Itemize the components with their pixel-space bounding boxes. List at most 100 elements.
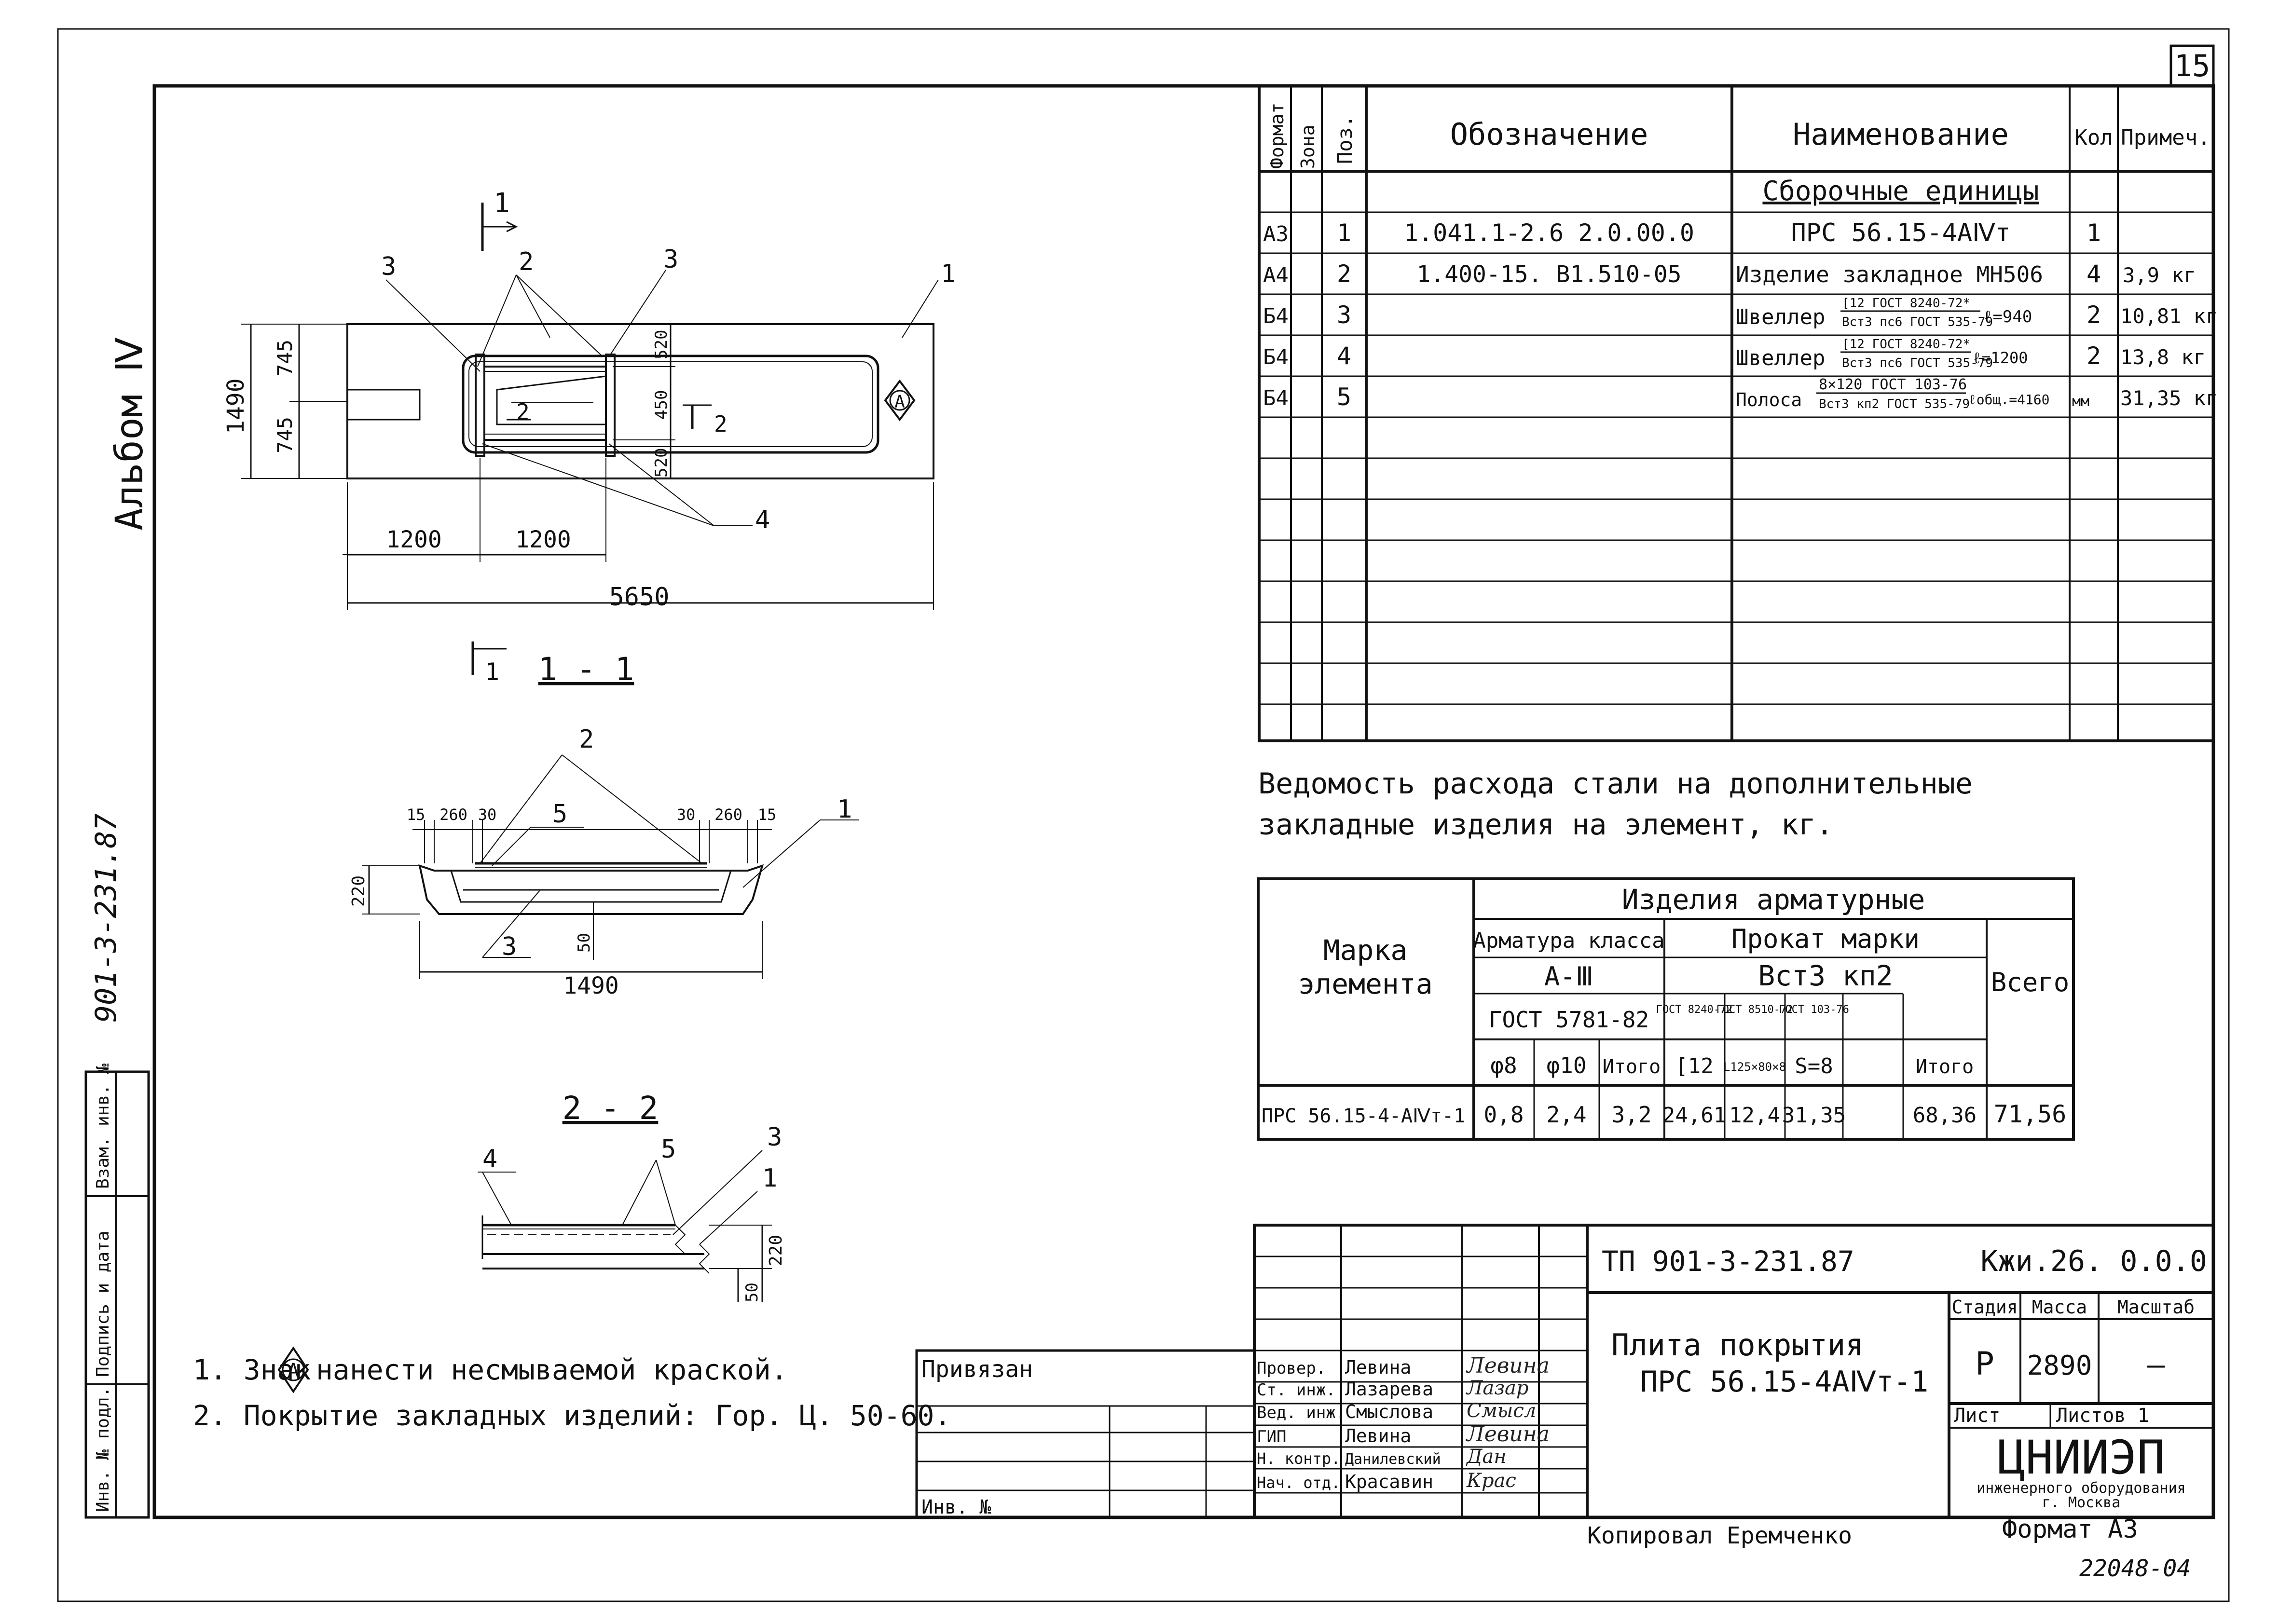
svg-text:13,8 кг: 13,8 кг <box>2120 345 2206 369</box>
steel-h-mark: Марка <box>1323 934 1408 967</box>
svg-text:Ст. инж.: Ст. инж. <box>1257 1380 1336 1400</box>
svg-text:Полоса: Полоса <box>1736 389 1802 410</box>
svg-text:мм: мм <box>2072 393 2089 410</box>
tb-mass: 2890 <box>2027 1350 2092 1381</box>
svg-text:1.400-15. В1.510-05: 1.400-15. В1.510-05 <box>1416 261 1681 288</box>
svg-text:12,4: 12,4 <box>1729 1103 1780 1128</box>
svg-text:Левина: Левина <box>1466 1422 1550 1447</box>
spec-row-4: Б4 4 Швеллер [12 ГОСТ 8240-72* Вст3 пс6 … <box>1263 337 2206 370</box>
svg-text:3: 3 <box>1337 301 1351 329</box>
svg-text:Итого: Итого <box>1603 1056 1661 1078</box>
s1-dim-1490: 1490 <box>563 972 619 999</box>
s1-dim-260b: 260 <box>714 805 742 824</box>
svg-text:68,36: 68,36 <box>1913 1103 1977 1128</box>
tb-org: ЦНИИЭП <box>1998 1431 2165 1485</box>
steel-title-1: Ведомость расхода стали на дополнительны… <box>1258 767 1973 801</box>
svg-text:ПРС 56.15-4АⅣт: ПРС 56.15-4АⅣт <box>1791 218 2011 247</box>
svg-text:L125×80×8: L125×80×8 <box>1723 1060 1786 1074</box>
s1-label-5: 5 <box>552 800 567 829</box>
tb-scale: – <box>2147 1348 2165 1382</box>
s1-dim-50: 50 <box>575 933 594 953</box>
steel-h-gost1: ГОСТ 8240-72 <box>1656 1004 1733 1016</box>
svg-text:Итого: Итого <box>1916 1056 1974 1078</box>
section-2-2 <box>478 1150 772 1302</box>
spec-h-qty: Кол <box>2074 125 2113 150</box>
note-1b: нанести несмываемой краской. <box>316 1353 788 1386</box>
svg-text:ℓобщ.=4160: ℓобщ.=4160 <box>1968 392 2050 408</box>
svg-text:Нач. отд.: Нач. отд. <box>1257 1474 1340 1492</box>
album-label: Альбом Ⅳ <box>108 337 151 531</box>
s2-dim-220: 220 <box>766 1235 786 1266</box>
dim-450: 450 <box>652 390 671 420</box>
plan-view <box>241 203 939 675</box>
tb-org-2: инженерного оборудования <box>1977 1480 2185 1497</box>
spec-section: Сборочные единицы <box>1762 176 2039 207</box>
tb-doc: Кжи.26. 0.0.0 <box>1980 1244 2207 1278</box>
s1-dim-30b: 30 <box>677 805 696 824</box>
sheet-number: 15 <box>2174 48 2210 83</box>
spec-h-note: Примеч. <box>2121 125 2210 150</box>
svg-text:Швеллер: Швеллер <box>1736 346 1825 370</box>
s1-dim-260a: 260 <box>439 805 467 824</box>
svg-text:Лазар: Лазар <box>1466 1377 1529 1399</box>
svg-text:Изделие закладное МН506: Изделие закладное МН506 <box>1736 261 2043 287</box>
svg-text:Левина: Левина <box>1345 1425 1411 1447</box>
svg-text:1: 1 <box>1337 219 1351 247</box>
steel-data-row: ПРС 56.15-4-АⅣт-1 0,8 2,4 3,2 24,61 12,4… <box>1262 1100 2066 1128</box>
steel-h-arm: Арматура класса <box>1473 928 1664 953</box>
svg-text:А4: А4 <box>1263 263 1289 287</box>
tb-title-1: Плита покрытия <box>1611 1327 1864 1363</box>
order-number: 22048-04 <box>2079 1555 2191 1582</box>
series-label: 901-3-231.87 <box>89 814 123 1023</box>
plan-label-3a: 3 <box>381 252 396 281</box>
plan-mark-a: А <box>894 392 905 412</box>
svg-text:Вст3 пс6 ГОСТ 535-79: Вст3 пс6 ГОСТ 535-79 <box>1842 356 1993 370</box>
plan-label-1: 1 <box>941 259 956 288</box>
s2-label-3: 3 <box>767 1123 782 1152</box>
plan-sec1-bot: 1 <box>485 658 499 686</box>
s1-dim-15a: 15 <box>407 805 426 824</box>
tb-sheet-h: Лист <box>1954 1405 2000 1427</box>
svg-text:4: 4 <box>1337 342 1351 370</box>
spec-row-5: Б4 5 Полоса 8×120 ГОСТ 103-76 Вст3 кп2 Г… <box>1263 376 2218 411</box>
tb-stage-h: Стадия <box>1951 1296 2018 1318</box>
svg-text:24,61: 24,61 <box>1662 1103 1726 1128</box>
section-1-1 <box>362 754 859 979</box>
svg-text:ГИП: ГИП <box>1257 1427 1286 1447</box>
steel-h-gost2: ГОСТ 8510-72 <box>1716 1004 1793 1016</box>
tb-mass-h: Масса <box>2032 1296 2087 1318</box>
svg-text:71,56: 71,56 <box>1994 1100 2067 1128</box>
svg-text:[12 ГОСТ 8240-72*: [12 ГОСТ 8240-72* <box>1842 296 1970 311</box>
spec-row-3: Б4 3 Швеллер [12 ГОСТ 8240-72* Вст3 пс6 … <box>1263 296 2218 329</box>
svg-text:31,35: 31,35 <box>1782 1103 1846 1128</box>
svg-text:ℓ=940: ℓ=940 <box>1983 307 2032 327</box>
inv-label: Инв. № <box>921 1496 991 1518</box>
svg-text:Б4: Б4 <box>1263 386 1289 410</box>
plan-sec1-top: 1 <box>494 188 510 219</box>
svg-text:Данилевский: Данилевский <box>1345 1451 1441 1468</box>
svg-text:Лазарева: Лазарева <box>1345 1378 1433 1400</box>
plan-label-3b: 3 <box>663 245 678 274</box>
steel-h-total: Всего <box>1991 967 2070 997</box>
svg-text:Швеллер: Швеллер <box>1736 305 1825 329</box>
tb-org-3: г. Москва <box>2042 1494 2121 1511</box>
svg-text:4: 4 <box>2087 260 2101 288</box>
dim-1200-a: 1200 <box>386 526 442 553</box>
svg-text:3,2: 3,2 <box>1611 1102 1651 1128</box>
spec-table <box>1258 84 2215 742</box>
dim-520-a: 520 <box>652 330 671 359</box>
svg-text:Вст3 пс6 ГОСТ 535-79: Вст3 пс6 ГОСТ 535-79 <box>1842 315 1993 329</box>
svg-text:φ8: φ8 <box>1490 1052 1517 1078</box>
svg-text:ℓ=1200: ℓ=1200 <box>1972 349 2028 367</box>
bound-label: Привязан <box>921 1356 1033 1383</box>
spec-h-pos: Поз. <box>1333 115 1357 164</box>
spec-h-designation: Обозначение <box>1450 117 1648 152</box>
strip-inv-orig: Инв. № подл. <box>93 1387 113 1512</box>
svg-text:Вст3 кп2 ГОСТ 535-79: Вст3 кп2 ГОСТ 535-79 <box>1819 397 1970 411</box>
plan-label-2: 2 <box>519 247 534 276</box>
plan-sec2-right: 2 <box>714 411 728 437</box>
svg-text:Крас: Крас <box>1466 1470 1516 1492</box>
s1-label-3: 3 <box>502 932 517 961</box>
svg-text:2,4: 2,4 <box>1546 1102 1586 1128</box>
spec-row-2: А4 2 1.400-15. В1.510-05 Изделие закладн… <box>1263 260 2196 288</box>
